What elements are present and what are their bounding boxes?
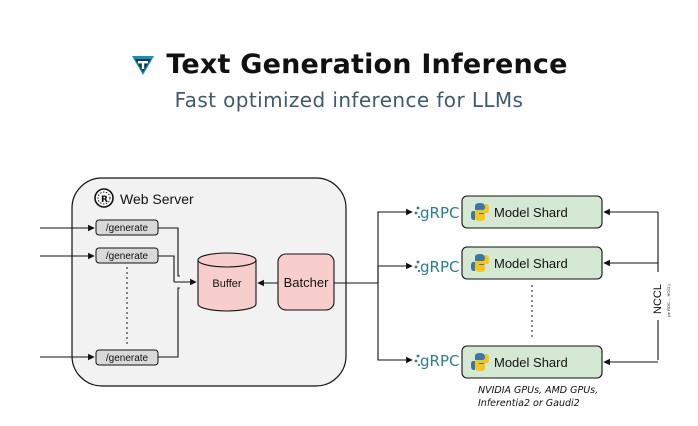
hardware-caption: NVIDIA GPUs, AMD GPUs, Inferentia2 or Ga… <box>478 384 628 410</box>
batcher-label: Batcher <box>284 275 329 290</box>
page-title: Text Generation Inference <box>166 48 568 80</box>
web-server-label: Web Server <box>120 191 194 207</box>
svg-text:gRPC: gRPC <box>420 352 459 370</box>
tgi-logo-icon <box>132 56 155 75</box>
nccl-sublabel: (or ROC..., HCCL) <box>666 284 671 317</box>
route-generate-2-label: /generate <box>106 251 149 262</box>
model-shard-1-label: Model Shard <box>494 205 568 220</box>
hardware-caption-line2: Inferentia2 or Gaudi2 <box>478 398 580 409</box>
python-icon <box>471 254 489 272</box>
svg-text:R: R <box>101 195 108 205</box>
title-row: Text Generation Inference <box>0 44 698 84</box>
route-generate-1-label: /generate <box>106 223 149 234</box>
nccl-label: NCCL <box>652 284 664 314</box>
model-shard-3-label: Model Shard <box>494 355 568 370</box>
grpc-label-2: gRPC <box>414 258 459 276</box>
buffer-cylinder <box>197 252 257 312</box>
page-subtitle: Fast optimized inference for LLMs <box>174 88 524 112</box>
model-shard-2-label: Model Shard <box>494 256 568 271</box>
model-shard-2 <box>461 246 603 280</box>
python-icon <box>471 203 489 221</box>
hardware-caption-line1: NVIDIA GPUs, AMD GPUs, <box>478 385 599 396</box>
batcher-box <box>277 253 335 311</box>
route-generate-3-label: /generate <box>106 353 149 364</box>
grpc-label-3: gRPC <box>414 352 459 370</box>
svg-text:gRPC: gRPC <box>420 258 459 276</box>
model-shard-1 <box>461 195 603 229</box>
rust-icon: R <box>94 188 114 208</box>
grpc-label-1: gRPC <box>414 204 459 222</box>
python-icon <box>471 353 489 371</box>
buffer-label: Buffer <box>212 278 241 290</box>
svg-text:gRPC: gRPC <box>420 204 459 222</box>
model-shard-3 <box>461 345 603 379</box>
